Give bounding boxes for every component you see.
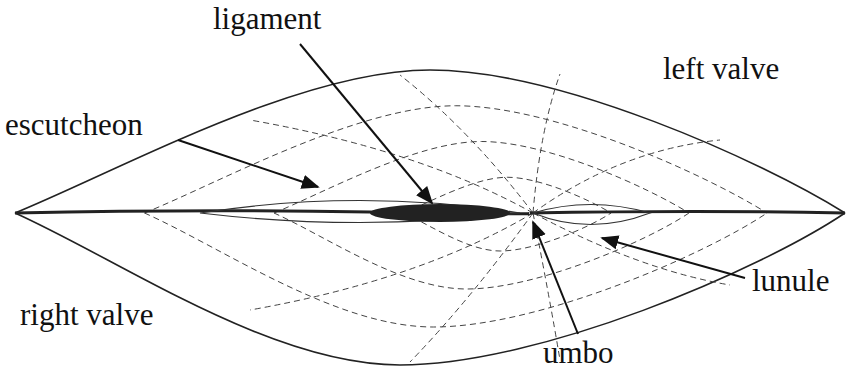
part-label: ligament [213, 2, 321, 36]
leader-lines [178, 44, 745, 334]
escutcheon-area [200, 201, 520, 223]
part-label: umbo [543, 336, 614, 370]
ligament-band [370, 204, 510, 222]
lunule-area [533, 205, 650, 225]
part-label: right valve [20, 298, 153, 332]
part-label: left valve [663, 52, 779, 86]
part-label: escutcheon [5, 108, 143, 142]
part-label: lunule [752, 264, 830, 298]
growth-lines [145, 74, 768, 362]
